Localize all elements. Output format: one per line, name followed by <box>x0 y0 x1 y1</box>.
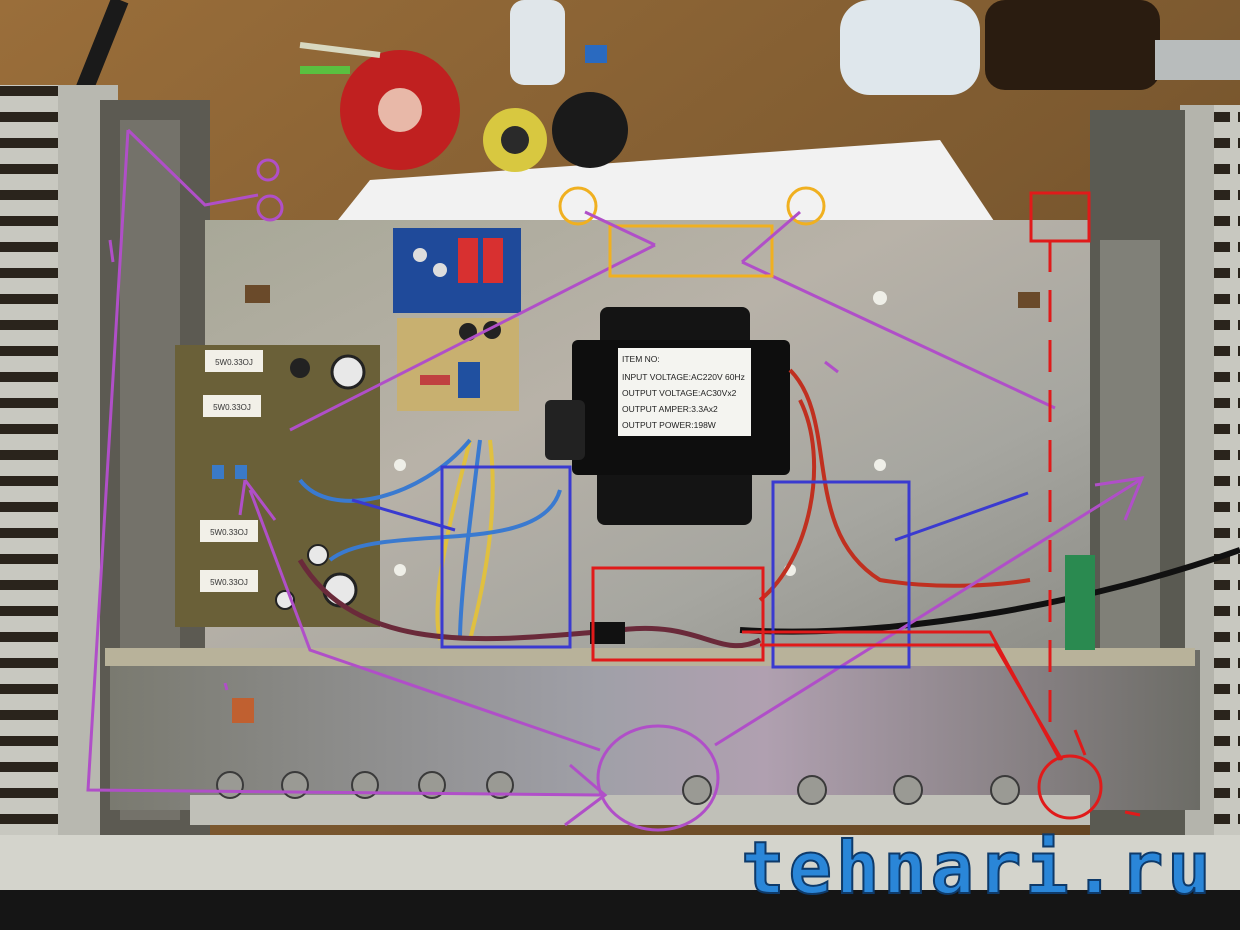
power-transformer: ITEM NO: INPUT VOLTAGE:AC220V 60Hz OUTPU… <box>545 307 790 525</box>
transformer-label <box>618 348 751 436</box>
resistor-label: 5W0.33OJ <box>210 578 248 587</box>
protection-relay-board <box>393 228 521 313</box>
amplifier-board: 5W0.33OJ 5W0.33OJ 5W0.33OJ 5W0.33OJ <box>175 345 380 627</box>
red-annotations <box>591 191 1141 820</box>
purple-annotations <box>86 128 1145 832</box>
capacitor <box>307 544 329 566</box>
bench-edge <box>0 890 1240 930</box>
speaker-protection-pcb <box>1065 555 1095 650</box>
resistor-label: 5W0.33OJ <box>213 403 251 412</box>
mounting-holes <box>245 285 1040 576</box>
power-resistor: 5W0.33OJ <box>205 350 263 372</box>
yellow-annotations <box>558 186 826 278</box>
wiring <box>297 368 1240 649</box>
fuse-holder <box>590 622 625 644</box>
front-panel <box>110 650 1200 810</box>
power-resistor: 5W0.33OJ <box>200 520 258 542</box>
power-resistor: 5W0.33OJ <box>203 395 261 417</box>
power-relay-board <box>397 318 519 411</box>
capacitor <box>290 358 310 378</box>
transformer-label-line: OUTPUT VOLTAGE:AC30Vx2 <box>622 388 737 398</box>
front-panel-cutout <box>232 698 254 723</box>
transformer-label-line: OUTPUT POWER:198W <box>622 420 716 430</box>
capacitor <box>330 354 366 390</box>
transformer-label-line: OUTPUT AMPER:3.3Ax2 <box>622 404 718 414</box>
transformer-label-line: ITEM NO: <box>622 354 660 364</box>
front-bottom-rail <box>190 795 1090 825</box>
blue-annotations <box>351 465 1029 669</box>
watermark: tehnari.ru <box>741 826 1214 910</box>
chassis-shelf <box>105 648 1195 666</box>
purple-pointer-lines <box>584 210 801 264</box>
annotations <box>86 128 1145 832</box>
front-bezel <box>0 835 1240 895</box>
power-resistor: 5W0.33OJ <box>200 570 258 592</box>
transformer-label-line: INPUT VOLTAGE:AC220V 60Hz <box>622 372 745 382</box>
resistor-label: 5W0.33OJ <box>210 528 248 537</box>
resistor-label: 5W0.33OJ <box>215 358 253 367</box>
